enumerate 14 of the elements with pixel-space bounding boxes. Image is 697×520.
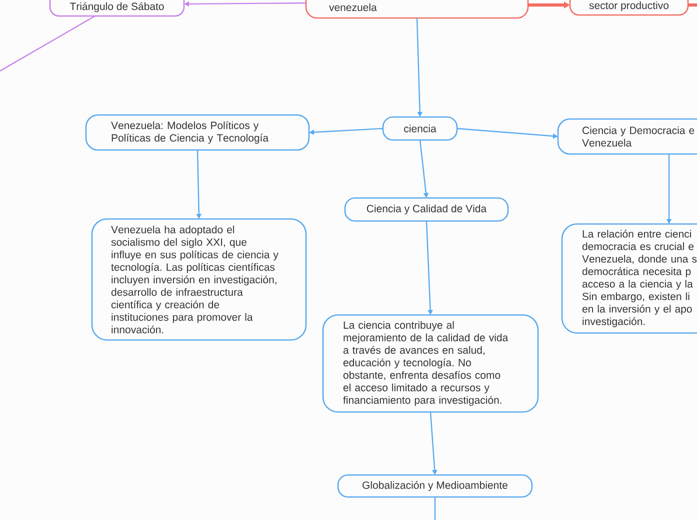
topic-box: Ciencia y Democracia e Venezuela bbox=[557, 118, 697, 155]
topic-box: sector productivo bbox=[569, 0, 689, 16]
connector-line bbox=[688, 3, 697, 7]
topic-box: Venezuela: Modelos Políticos y Políticas de Ciencia y Tecnología bbox=[85, 114, 310, 151]
topic-box: Ciencia y Calidad de Vida bbox=[344, 197, 509, 222]
note-box: Venezuela ha adoptado el socialismo del siglo XXI, que influye en sus políticas de ciencia y tecnología. Las políticas científicas incluyen inversión en investigación, desarrollo de infraestructura científica y creación de instituciones para promover la innovación. bbox=[91, 218, 307, 341]
note-box: La ciencia contribuye al mejoramiento de la calidad de vida a través de avances en salud, educación y tecnología. No obstante, enfrenta desafíos como el acceso limitado a recursos y financiamiento para investigación. bbox=[322, 314, 539, 413]
topic-box: Triángulo de Sábato bbox=[49, 0, 185, 17]
connector-line bbox=[0, 15, 96, 72]
connector-line bbox=[434, 497, 436, 520]
topic-box: Globalización y Medioambiente bbox=[337, 474, 533, 498]
topic-box: venezuela bbox=[305, 0, 529, 19]
note-box: La relación entre cienci democracia es crucial e Venezuela, donde una s democrática necesita p acceso a la ciencia y la Sin embargo, existen li en la inversión y el apo investigación. bbox=[561, 223, 697, 334]
topic-box: ciencia bbox=[382, 116, 458, 141]
